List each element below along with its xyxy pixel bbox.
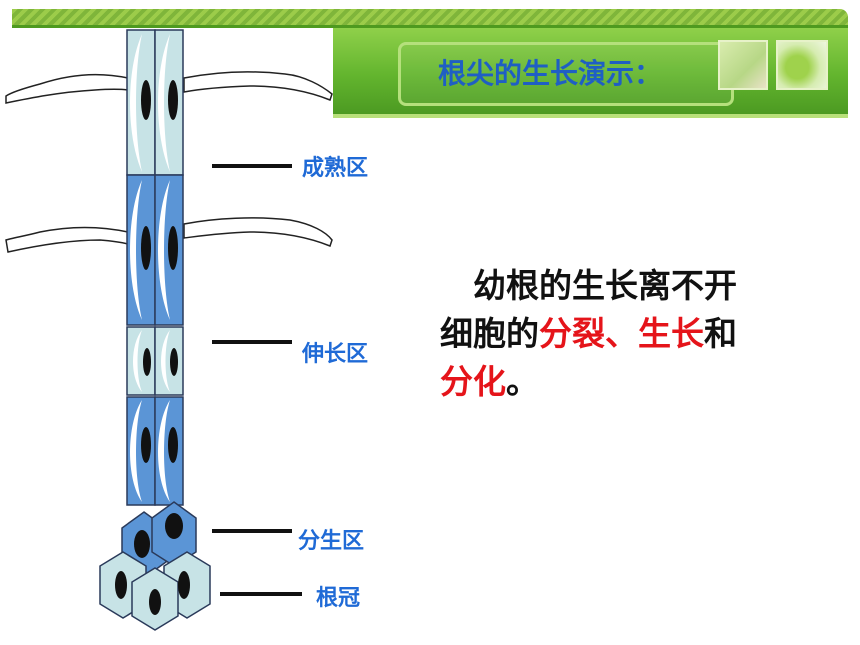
label-elongation-zone: 伸长区 [302,342,369,367]
top-decor-bar [12,9,848,25]
title-frame [398,42,734,106]
root-hair-top-right [183,71,333,101]
decor-thumbnail-1 [718,40,768,90]
paragraph-line1: 幼根的生长离不开 [473,266,737,305]
label-maturation-zone: 成熟区 [302,156,369,181]
leaf-thumbnail [776,40,828,90]
top-decor-bar-edge [12,25,848,28]
root-cap-cells [99,551,211,631]
maturation-dark-cells [126,174,184,326]
paragraph-line2-mid: 和 [704,314,737,353]
elongation-cells [126,326,184,506]
explanation-paragraph: 幼根的生长离不开 细胞的分裂、生长和 分化。 [440,262,800,406]
paragraph-line2-prefix: 细胞的 [440,314,539,353]
label-root-cap: 根冠 [316,586,361,611]
slide-title: 根尖的生长演示： [438,57,663,90]
root-hair-mid-right [183,217,333,247]
paragraph-suffix: 。 [506,362,539,401]
maturation-cells [126,29,184,176]
root-hair-mid-left [5,226,129,253]
root-hair-top-left [5,73,129,104]
title-banner-strip [333,114,848,118]
highlight-differentiation: 分化 [440,362,506,401]
highlight-division-growth: 分裂、生长 [539,314,704,353]
label-meristem-zone: 分生区 [298,529,365,554]
